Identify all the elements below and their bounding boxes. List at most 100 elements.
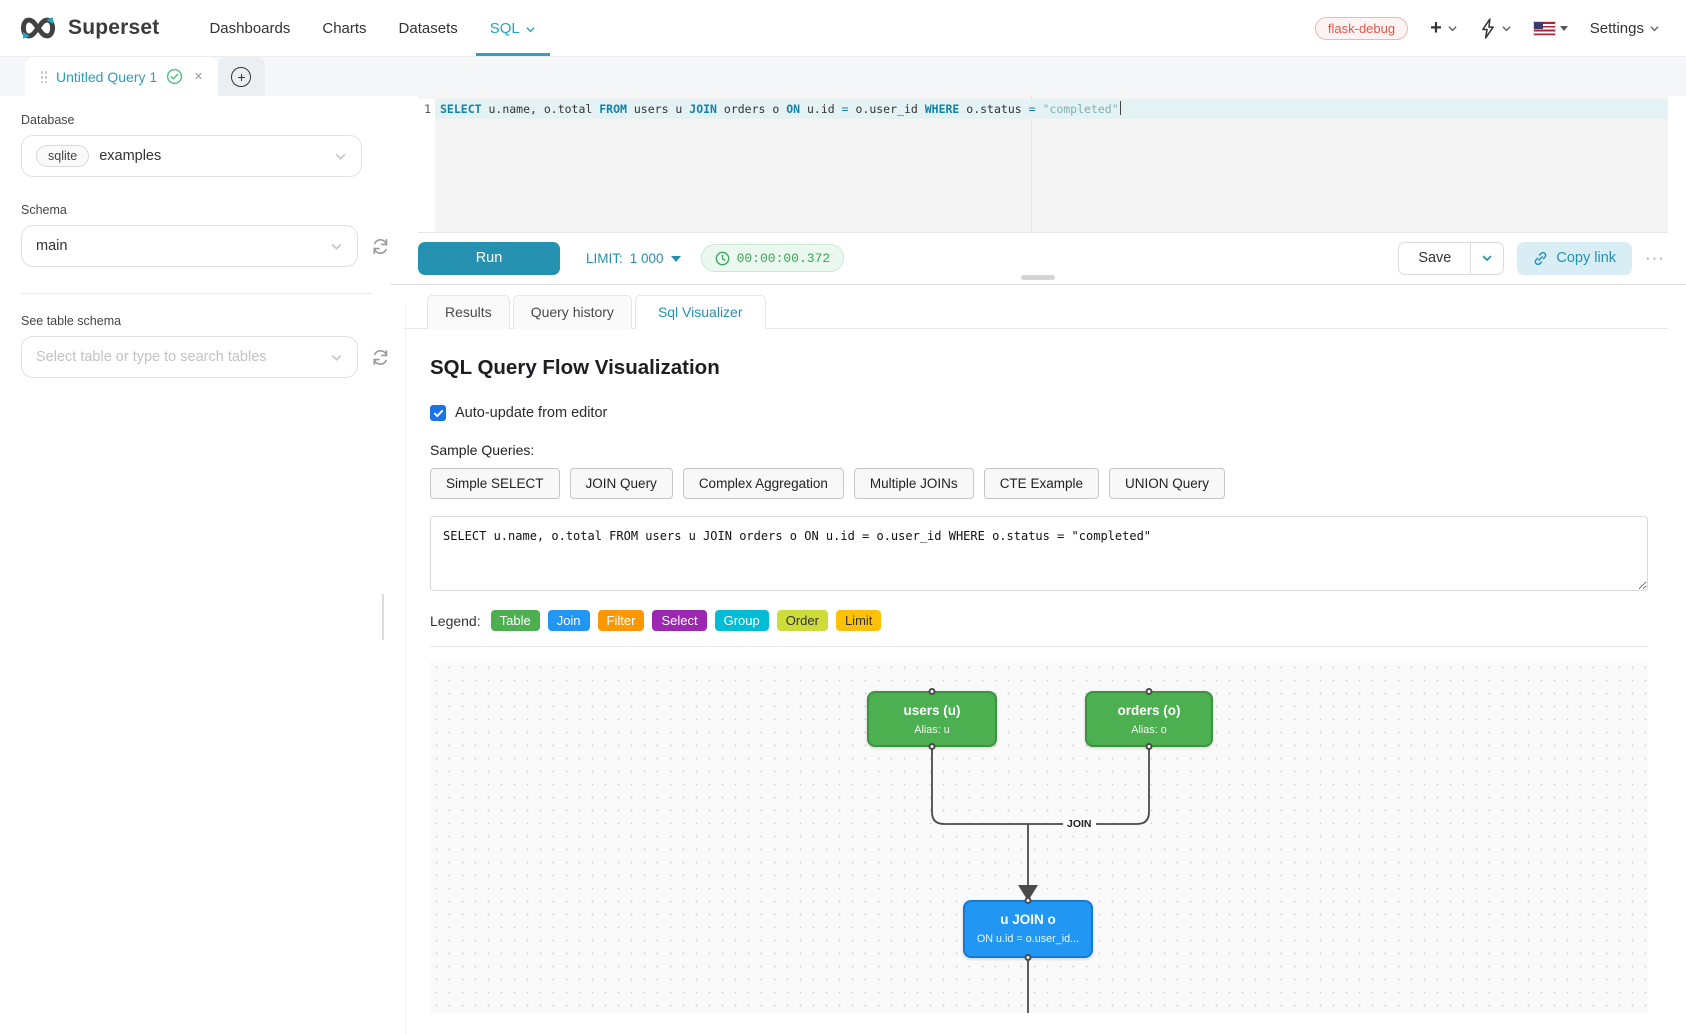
tab-results[interactable]: Results xyxy=(427,295,510,329)
query-tabstrip: Untitled Query 1 × + xyxy=(0,57,1686,96)
flow-canvas[interactable]: JOIN users (u)Alias: u orders (o)Alias: o… xyxy=(430,661,1648,1013)
database-value: examples xyxy=(99,148,162,164)
flow-node-users[interactable]: users (u)Alias: u xyxy=(867,688,997,750)
nav-item-charts[interactable]: Charts xyxy=(306,0,382,56)
nav-item-label: Charts xyxy=(322,19,367,37)
nav-item-label: Dashboards xyxy=(209,19,291,37)
sidebar-resize-handle[interactable] xyxy=(382,594,384,640)
sample-query-button-multiple-joins[interactable]: Multiple JOINs xyxy=(853,468,974,499)
sample-query-button-complex-aggregation[interactable]: Complex Aggregation xyxy=(682,468,844,499)
main-panel: 1 SELECT u.name, o.total FROM users u JO… xyxy=(390,96,1686,1034)
query-tab-title: Untitled Query 1 xyxy=(56,68,158,85)
lightning-bolt-icon xyxy=(1481,17,1494,39)
query-tab-active[interactable]: Untitled Query 1 × xyxy=(25,57,218,96)
sample-queries-label: Sample Queries: xyxy=(430,442,535,458)
schema-value: main xyxy=(36,238,68,254)
node-title: orders (o) xyxy=(1117,703,1181,718)
node-handle-bottom[interactable] xyxy=(1024,954,1032,961)
node-handle-top[interactable] xyxy=(928,688,936,695)
chevron-down-icon xyxy=(526,26,535,32)
node-handle-bottom[interactable] xyxy=(928,743,936,750)
table-schema-label: See table schema xyxy=(21,314,122,328)
chevron-down-icon xyxy=(1483,255,1492,262)
nav-item-datasets[interactable]: Datasets xyxy=(383,0,474,56)
copy-link-button[interactable]: Copy link xyxy=(1517,241,1633,275)
chevron-down-icon xyxy=(332,354,342,361)
schema-select[interactable]: main xyxy=(21,225,359,267)
sql-token: o.user_id xyxy=(848,102,925,116)
query-search-button[interactable] xyxy=(1480,17,1512,39)
node-handle-top[interactable] xyxy=(1145,688,1153,695)
query-timer-badge: 00:00:00.372 xyxy=(700,244,845,272)
sql-editor-line-code: SELECT u.name, o.total FROM users u JOIN… xyxy=(435,99,1668,119)
legend-label: Legend: xyxy=(430,612,481,629)
text-cursor xyxy=(1119,101,1122,115)
editor-toolbar: Run LIMIT: 1 000 00:00:00.372 Save xyxy=(418,241,1668,275)
language-picker[interactable] xyxy=(1533,21,1568,35)
pane-resize-handle[interactable] xyxy=(1021,275,1055,280)
node-handle-bottom[interactable] xyxy=(1145,743,1153,750)
settings-label: Settings xyxy=(1589,19,1644,37)
environment-tag: flask-debug xyxy=(1314,16,1409,40)
table-select[interactable]: Select table or type to search tables xyxy=(21,336,359,378)
pane-divider xyxy=(390,275,1686,285)
sql-token: u.id xyxy=(800,102,842,116)
legend-badge-order: Order xyxy=(776,610,828,631)
new-query-tab-button[interactable]: + xyxy=(217,57,265,96)
close-icon[interactable]: × xyxy=(194,68,203,85)
sample-query-button-union-query[interactable]: UNION Query xyxy=(1108,468,1225,499)
tab-sql-visualizer[interactable]: Sql Visualizer xyxy=(634,295,766,329)
refresh-tables-icon[interactable] xyxy=(371,348,390,367)
plus-circle-icon: + xyxy=(231,66,252,87)
auto-update-checkbox[interactable] xyxy=(430,405,446,421)
sqllab-sidebar: Database sqlite examples Schema main See… xyxy=(0,96,390,1034)
sample-queries-row: Simple SELECT JOIN Query Complex Aggregati… xyxy=(430,468,1648,499)
refresh-schemas-icon[interactable] xyxy=(371,237,390,256)
flow-node-orders[interactable]: orders (o)Alias: o xyxy=(1085,688,1213,750)
run-button[interactable]: Run xyxy=(418,241,560,275)
editor-code-area[interactable]: SELECT u.name, o.total FROM users u JOIN… xyxy=(435,96,1668,232)
clock-icon xyxy=(715,251,729,265)
legend-badge-table: Table xyxy=(490,610,540,631)
toolbar-right: Save Copy link ··· xyxy=(1398,241,1668,275)
copy-link-label: Copy link xyxy=(1556,250,1617,266)
limit-dropdown[interactable]: LIMIT: 1 000 xyxy=(586,251,681,266)
sample-query-button-join-query[interactable]: JOIN Query xyxy=(569,468,673,499)
more-menu-icon[interactable]: ··· xyxy=(1645,248,1665,267)
sql-token: o.status xyxy=(959,102,1029,116)
save-options-button[interactable] xyxy=(1471,241,1505,275)
chevron-down-icon xyxy=(332,243,342,250)
chevron-down-icon xyxy=(1650,25,1659,31)
drag-handle-icon[interactable] xyxy=(40,70,47,83)
tab-query-history[interactable]: Query history xyxy=(512,295,632,329)
new-item-button[interactable]: + xyxy=(1430,18,1458,38)
superset-logo[interactable]: Superset xyxy=(16,14,159,42)
nav-item-sql[interactable]: SQL xyxy=(474,0,552,56)
database-select[interactable]: sqlite examples xyxy=(21,135,362,177)
node-handle-top[interactable] xyxy=(1024,897,1032,904)
sql-token: WHERE xyxy=(924,102,960,116)
sample-query-button-simple-select[interactable]: Simple SELECT xyxy=(430,468,560,499)
nav-item-dashboards[interactable]: Dashboards xyxy=(193,0,306,56)
sql-token: = xyxy=(841,102,849,116)
caret-down-icon xyxy=(1559,25,1568,31)
flow-query-textarea[interactable]: SELECT u.name, o.total FROM users u JOIN… xyxy=(430,516,1648,591)
auto-update-label[interactable]: Auto-update from editor xyxy=(455,405,608,421)
settings-menu[interactable]: Settings xyxy=(1590,20,1660,37)
sidebar-divider xyxy=(21,293,372,294)
edge-label-join: JOIN xyxy=(1063,817,1096,831)
limit-label: LIMIT: xyxy=(586,250,623,266)
save-button[interactable]: Save xyxy=(1398,241,1472,275)
limit-value: 1 000 xyxy=(629,250,664,266)
sql-code-editor[interactable]: 1 SELECT u.name, o.total FROM users u JO… xyxy=(418,96,1668,233)
sql-token: ON xyxy=(786,102,801,116)
sample-query-button-cte-example[interactable]: CTE Example xyxy=(983,468,1099,499)
sql-token: u.name, o.total xyxy=(481,102,600,116)
header-right: flask-debug + Settings xyxy=(1314,16,1660,40)
flow-edges xyxy=(931,747,1150,1013)
link-icon xyxy=(1535,251,1547,265)
legend-badge-select: Select xyxy=(652,610,707,631)
